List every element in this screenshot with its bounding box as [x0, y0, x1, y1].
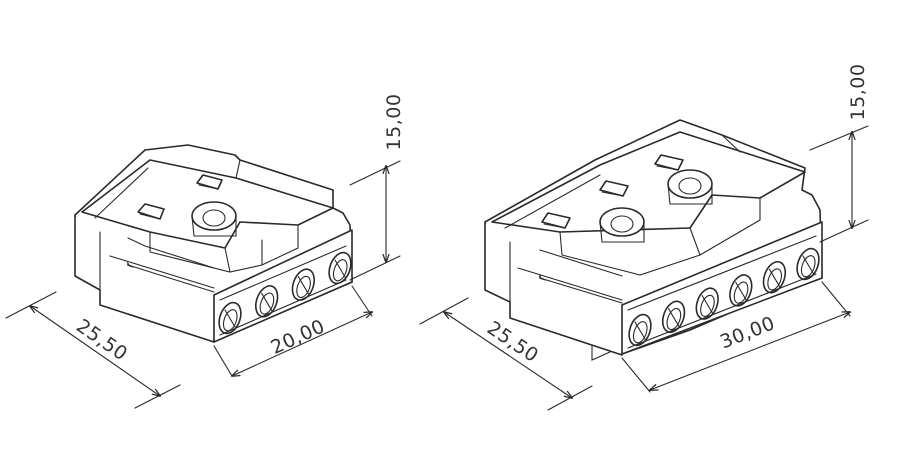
connector-small	[74, 144, 353, 343]
dimension-label-height: 15,00	[847, 64, 869, 121]
lid	[491, 131, 806, 276]
latch-slots	[137, 174, 223, 220]
wire-port	[796, 247, 820, 281]
dimension-height-small: 15,00	[349, 94, 405, 281]
latch-slots	[541, 154, 684, 229]
wire-port	[762, 260, 787, 294]
dimension-label-width: 30,00	[717, 312, 778, 353]
dimension-height-large: 15,00	[809, 64, 869, 243]
dimension-label-depth: 25,50	[72, 315, 131, 365]
screw-bosses	[599, 169, 713, 243]
ports-small	[218, 251, 352, 335]
wire-port	[291, 268, 316, 301]
dimension-label-width: 20,00	[268, 315, 329, 359]
screw-boss	[191, 201, 237, 237]
dimension-label-height: 15,00	[383, 94, 405, 151]
wire-port	[729, 274, 753, 307]
wire-port	[328, 251, 352, 285]
